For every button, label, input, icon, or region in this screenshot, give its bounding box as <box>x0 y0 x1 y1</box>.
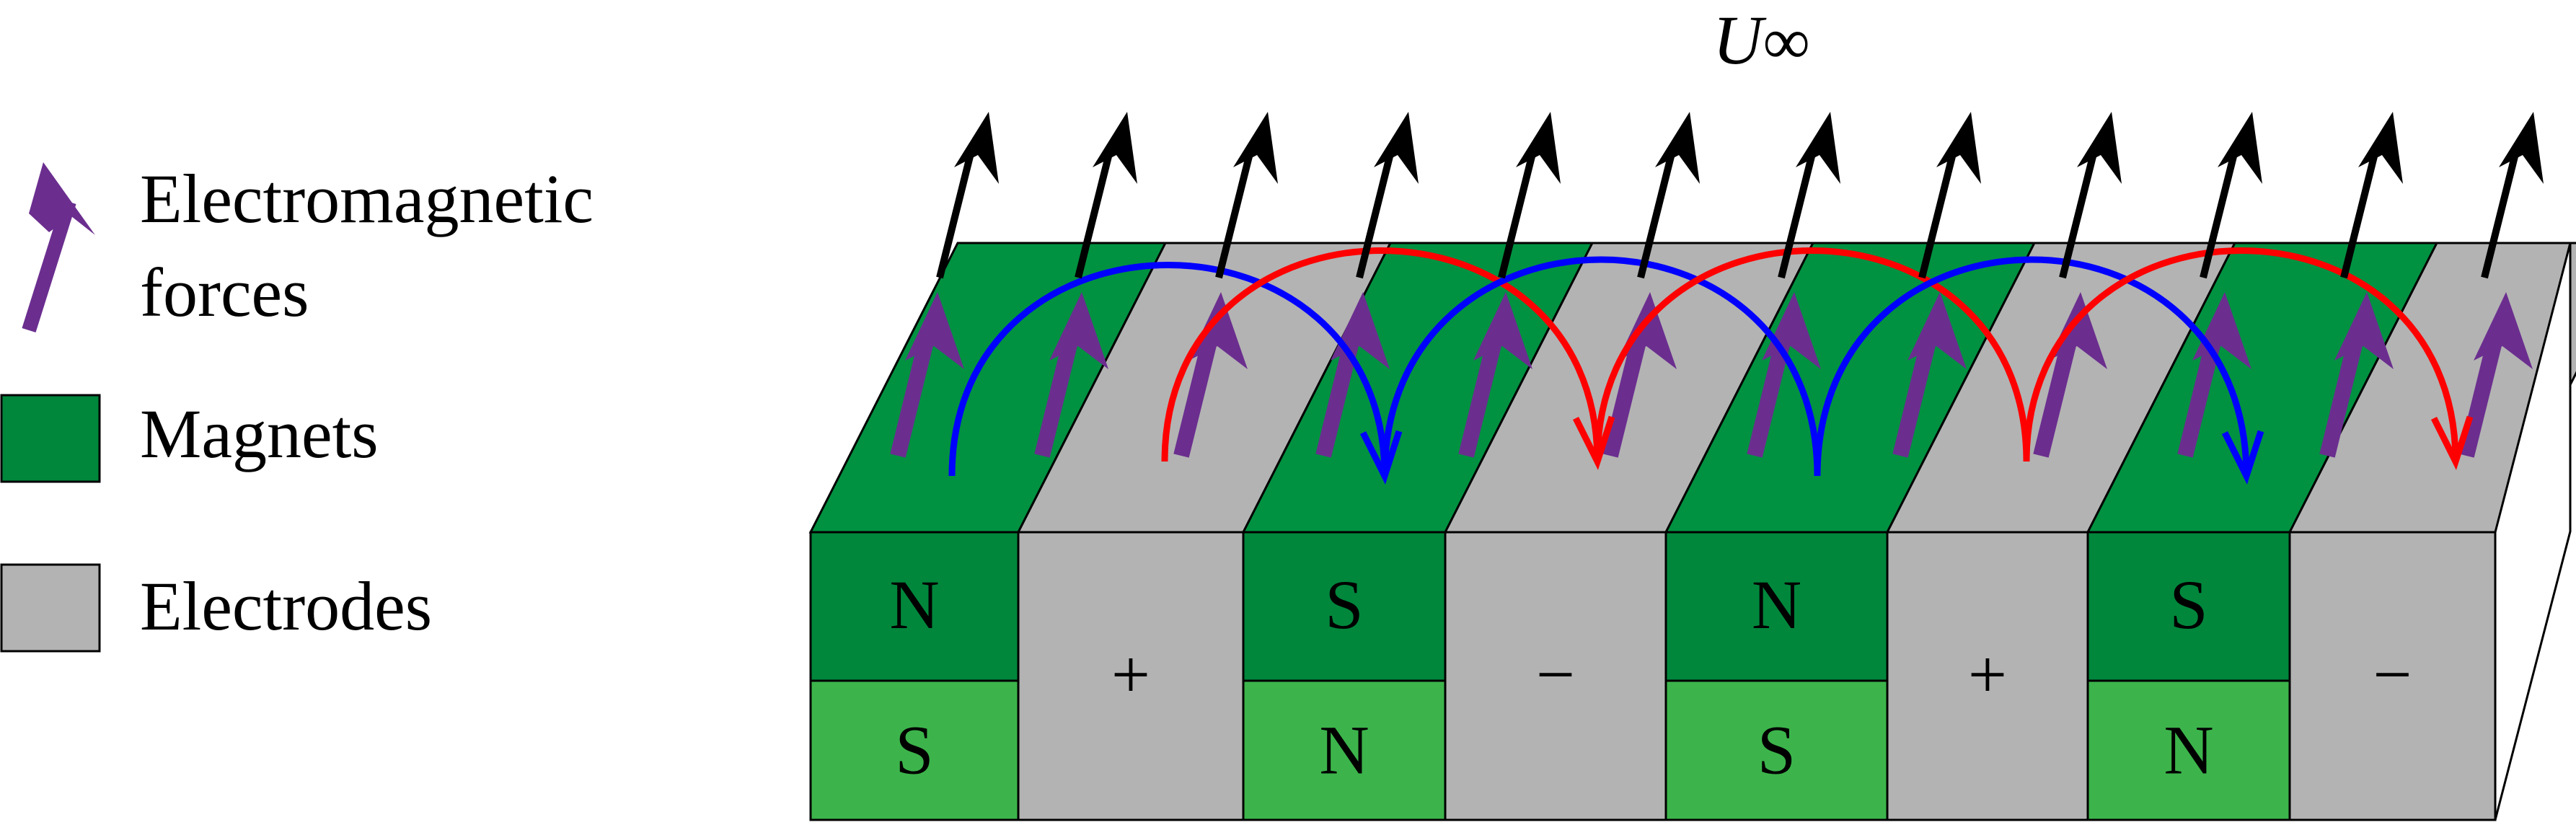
flow-arrow <box>1778 112 1840 279</box>
legend-magnets-label: Magnets <box>140 395 379 472</box>
magnet-upper-pole <box>2086 531 2291 682</box>
force-arrow <box>1034 292 1108 458</box>
flow-arrow <box>936 112 999 279</box>
pole-label-bottom: S <box>895 712 933 789</box>
current-arc-blue <box>1381 256 1821 477</box>
gray-swatch-icon <box>0 563 101 653</box>
force-arrow <box>1458 292 1532 458</box>
flow-arrow <box>2059 112 2122 279</box>
legend-magnets: Magnets <box>0 394 379 483</box>
magnet-upper-pole <box>809 531 1020 682</box>
flow-arrow <box>2340 112 2403 279</box>
force-arrow <box>1602 292 1677 458</box>
legend-electrodes-label: Electrodes <box>140 568 432 645</box>
force-arrow <box>890 292 964 458</box>
dark-green-swatch-icon <box>0 394 101 483</box>
electrode-front <box>1017 531 1245 821</box>
flow-arrow <box>1356 112 1419 279</box>
magnet-lower-pole <box>809 679 1020 821</box>
electrode-sign: − <box>2373 636 2412 713</box>
force-arrow <box>2319 292 2394 458</box>
force-arrow <box>1747 292 1821 458</box>
force-arrow <box>1892 292 1967 458</box>
legend: Electromagnetic forces Magnets Electrode… <box>0 160 594 653</box>
current-path-arcs <box>948 247 2474 485</box>
force-arrow <box>1173 292 1248 458</box>
force-arrow <box>2458 292 2533 458</box>
freestream-subscript: ∞ <box>1763 4 1810 78</box>
legend-electrodes: Electrodes <box>0 563 432 653</box>
pole-label-bottom: N <box>2163 712 2213 789</box>
current-arc-red <box>1594 247 2030 462</box>
electromagnetic-force-arrows <box>890 292 2533 458</box>
pole-label-top: N <box>1752 566 1801 643</box>
magnet-upper-pole <box>1664 531 1889 682</box>
pole-label-top: S <box>2169 566 2207 643</box>
flow-arrow <box>1918 112 1981 279</box>
freestream-flow-arrows <box>936 112 2544 279</box>
magnet-lower-pole <box>1664 679 1889 821</box>
freestream-label: U∞ <box>1713 1 1810 79</box>
electrode-sign: − <box>1536 636 1575 713</box>
legend-forces-line2: forces <box>140 254 309 331</box>
legend-forces-line1: Electromagnetic <box>140 160 594 237</box>
freestream-symbol: U <box>1713 1 1767 79</box>
flow-arrow <box>1498 112 1561 279</box>
pole-label-bottom: S <box>1757 712 1796 789</box>
flow-arrow <box>2481 112 2544 279</box>
flow-arrow <box>1637 112 1700 279</box>
legend-forces: Electromagnetic forces <box>22 160 594 333</box>
electrode-sign: + <box>1968 636 2007 713</box>
electrode-front <box>1444 531 1667 821</box>
flow-arrow <box>2200 112 2262 279</box>
purple-arrow-icon <box>22 162 95 333</box>
pole-label-top: S <box>1325 566 1363 643</box>
magnet-upper-pole <box>1242 531 1447 682</box>
electrode-sign: + <box>1111 636 1150 713</box>
current-arc-blue <box>1814 256 2264 485</box>
pole-label-top: N <box>889 566 939 643</box>
force-arrow <box>2033 292 2107 458</box>
flow-arrow <box>1215 112 1278 279</box>
electrode-front <box>2288 531 2497 821</box>
pole-label-bottom: N <box>1319 712 1369 789</box>
current-arc-red <box>2023 247 2474 470</box>
flow-arrow <box>1075 112 1137 279</box>
actuator-front-face: NS+SN−NS+SN− <box>809 531 2497 821</box>
